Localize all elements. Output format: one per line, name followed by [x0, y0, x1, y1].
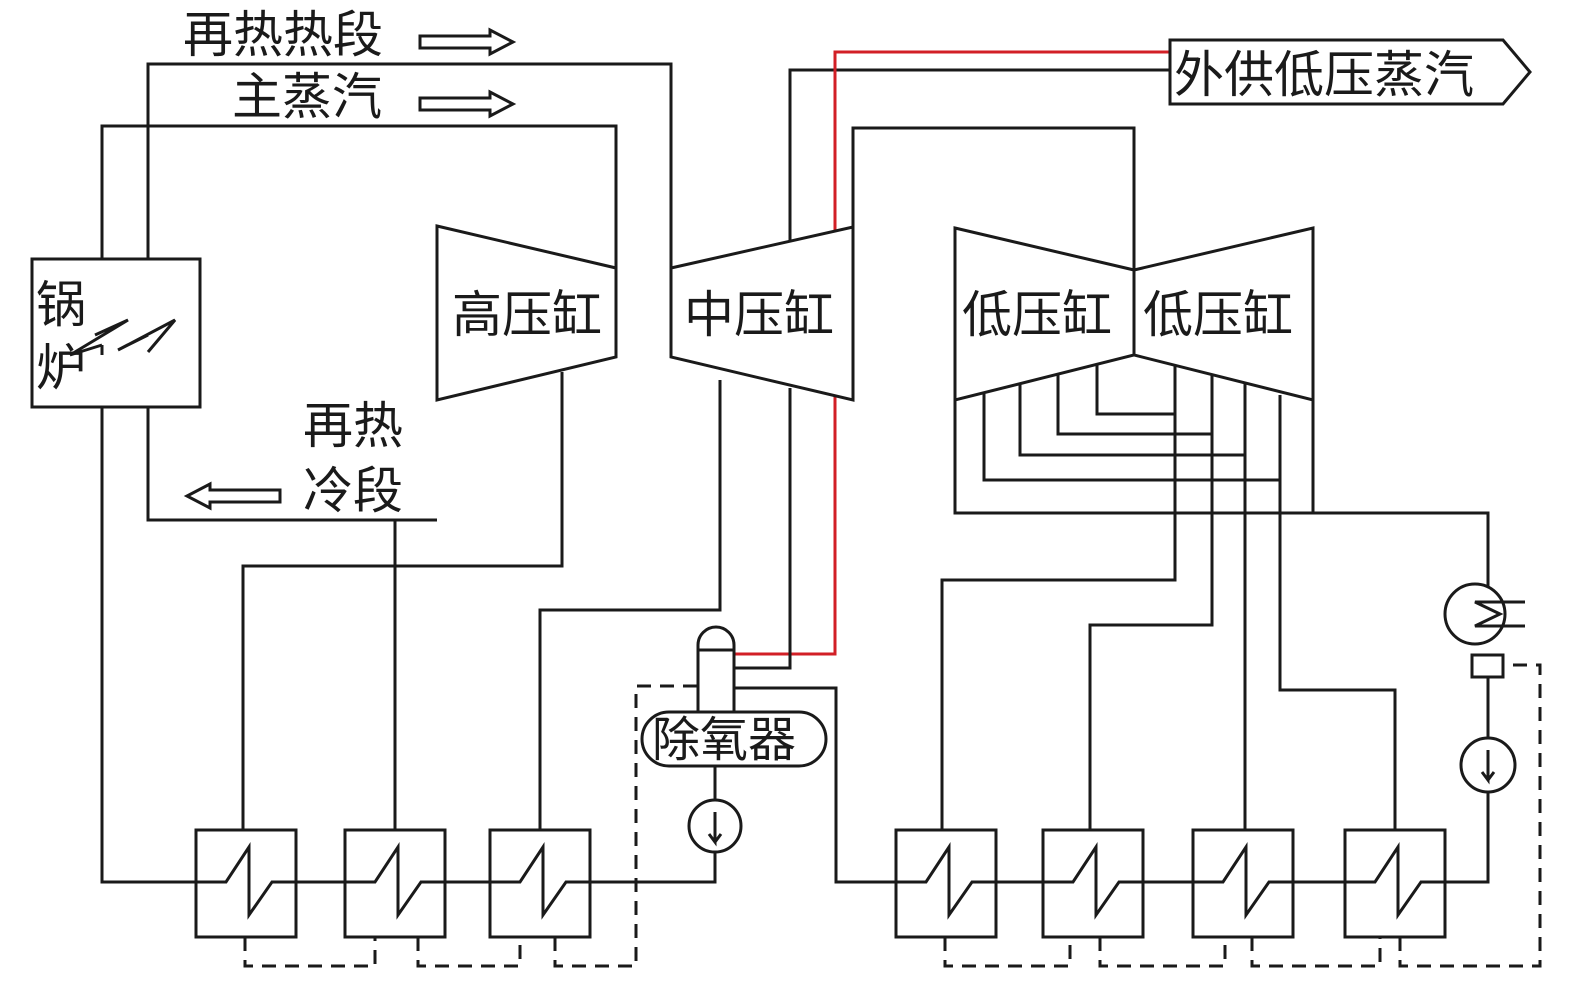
hp-cylinder-label: 高压缸 [452, 286, 602, 344]
reheat-hot-arrow [418, 27, 517, 57]
extraction-lines [241, 360, 1490, 830]
arrows [183, 27, 517, 511]
heater-hp-3 [488, 828, 592, 939]
main-steam-line [100, 124, 618, 345]
deaerator-to-right [735, 686, 1490, 884]
external-supply-lines [733, 50, 1170, 656]
reheat-cold-label-2: 冷段 [303, 462, 403, 520]
ip-extraction-1 [538, 380, 722, 830]
condenser-circle [1443, 582, 1507, 646]
hp-extraction-1 [241, 372, 564, 830]
external-supply-label: 外供低压蒸汽 [1174, 46, 1474, 104]
external-supply-line-bottom [733, 395, 837, 656]
lp-extraction-d [982, 394, 1282, 482]
condenser [1443, 582, 1525, 679]
feed-pump-arrow [707, 812, 723, 847]
ip-exhaust-line [788, 68, 1170, 240]
deaerator-tank [640, 710, 828, 768]
lp-cylinder-right-shape [1132, 226, 1315, 402]
external-supply-line-top [833, 50, 1170, 235]
deaerator: 除氧器 [640, 625, 828, 768]
reheat-cold-label-1: 再热 [303, 397, 403, 455]
boiler-label-2: 炉 [36, 339, 86, 397]
ip-extraction-2 [733, 388, 792, 670]
lp-extraction-c [1018, 384, 1247, 830]
heater-lp-4 [1343, 828, 1447, 939]
condenser-coil [1474, 600, 1525, 628]
drain-right-3 [1250, 937, 1382, 968]
ip-cylinder-label: 中压缸 [684, 286, 834, 344]
steam-lines [100, 62, 1170, 884]
deaerator-label: 除氧器 [652, 712, 796, 768]
hp-cylinder: 高压缸 [435, 224, 618, 402]
crossover-line [851, 126, 1136, 270]
external-supply-box: 外供低压蒸汽 [1168, 38, 1532, 106]
drain-left-2 [416, 937, 522, 968]
lp-extraction-h [1278, 395, 1397, 830]
ip-cylinder: 中压缸 [669, 225, 855, 402]
lp-extraction-b [1056, 374, 1214, 830]
reheat-hot-line [146, 62, 673, 335]
condenser-hotwell [1470, 653, 1505, 679]
lp-cylinder-left-label: 低压缸 [962, 286, 1112, 344]
drain-right-4 [1398, 663, 1542, 968]
reheat-cold-arrow [183, 481, 282, 511]
main-steam-arrow [418, 89, 517, 119]
lp-cylinder-right-label: 低压缸 [1143, 286, 1293, 344]
heaters [194, 828, 1447, 939]
feed-pump [687, 798, 743, 854]
reheat-hot-label: 再热热段 [183, 6, 383, 64]
boiler-box [30, 257, 202, 409]
boiler-label-1: 锅 [36, 276, 86, 334]
hp-cylinder-shape [435, 224, 618, 402]
boiler: 锅 炉 [30, 257, 202, 409]
heater-lp-2 [1041, 828, 1145, 939]
external-supply-pentagon [1168, 38, 1532, 106]
lp-cylinders: 低压缸 低压缸 [953, 226, 1315, 402]
drain-right-1 [943, 937, 1072, 968]
feed-to-boiler-line [100, 355, 196, 884]
lp-exhaust-line [953, 400, 1490, 587]
condensate-pump [1459, 736, 1517, 794]
drain-right-2 [1098, 937, 1227, 968]
drain-lines [243, 663, 1542, 968]
heater-lp-3 [1191, 828, 1295, 939]
boiler-zigzag-2 [117, 318, 177, 353]
heater-hp-1 [194, 828, 298, 939]
deaerator-head [696, 625, 736, 714]
ip-cylinder-shape [669, 225, 855, 402]
heater-lp-1 [894, 828, 998, 939]
heater-hp-2 [343, 828, 447, 939]
drain-left-1 [243, 937, 377, 968]
main-steam-label: 主蒸汽 [232, 68, 382, 126]
condensate-pump-arrow [1480, 750, 1496, 785]
boiler-zigzag [69, 318, 129, 357]
lp-extraction-a [940, 362, 1177, 830]
